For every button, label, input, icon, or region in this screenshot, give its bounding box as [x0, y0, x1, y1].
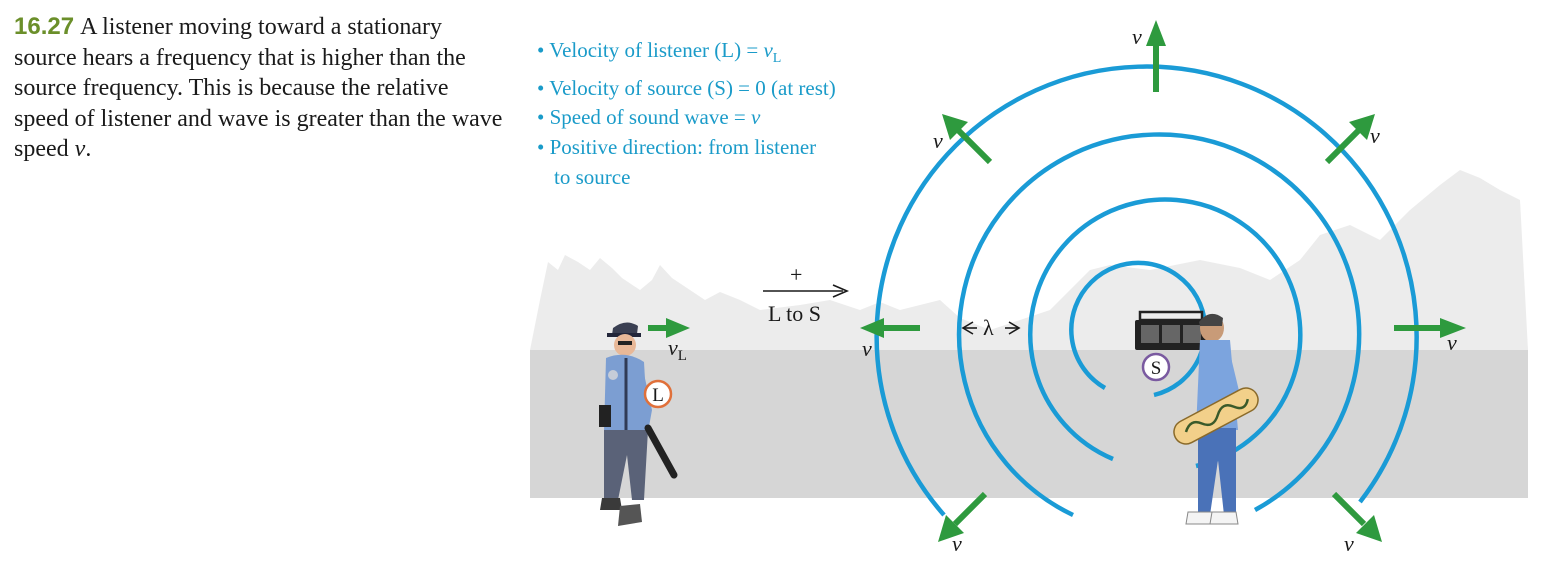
v-label-lower-left: v	[952, 531, 962, 556]
ground-band	[530, 350, 1528, 498]
bullet-text: Positive direction: from listener	[549, 134, 817, 159]
listener-velocity-label: vL	[668, 335, 687, 364]
bullet-subscript: L	[772, 51, 782, 67]
bullet-text: Velocity of source (S) = 0 (at rest)	[549, 75, 836, 100]
source-badge: S	[1141, 352, 1171, 382]
source-badge-letter: S	[1151, 358, 1162, 379]
caption-end: .	[85, 136, 92, 162]
bullet-positive-direction: • Positive direction: from listener	[537, 134, 817, 159]
caption-v-symbol: v	[74, 136, 86, 162]
bullet-positive-direction-continued: to source	[537, 163, 917, 193]
figure-number: 16.27	[14, 13, 75, 40]
bullet-listener-velocity: • Velocity of listener (L) = vL	[537, 38, 782, 67]
arrow-upper-right	[1324, 114, 1375, 165]
v-label-right: v	[1447, 330, 1457, 355]
direction-label: L to S	[768, 301, 821, 326]
listener-figure	[599, 322, 678, 526]
wavefront-4	[874, 64, 1419, 517]
wavefront-2	[1028, 197, 1303, 469]
wave-velocity-arrows	[860, 20, 1466, 542]
caption-text: A listener moving toward a stationary so…	[14, 14, 503, 162]
bullet-text: to source	[554, 164, 631, 189]
wavefronts	[874, 64, 1419, 518]
wave-speed-labels: v v v v v v v	[862, 24, 1457, 556]
bullet-wave-speed: • Speed of sound wave = v	[537, 105, 761, 130]
v-label-upper-right: v	[1370, 123, 1380, 148]
plus-sign: +	[790, 262, 802, 287]
arrow-lower-left	[938, 491, 988, 542]
bullet-symbol: v	[763, 38, 773, 62]
wavelength-marker	[961, 321, 1021, 335]
bullet-symbol: v	[751, 105, 761, 130]
listener-badge-letter: L	[652, 385, 664, 406]
bullet-list: • Velocity of listener (L) = vL • Veloci…	[537, 36, 917, 192]
wavefront-3	[956, 132, 1362, 518]
v-label-lower-right: v	[1344, 531, 1354, 556]
wavefront-1	[1069, 260, 1208, 398]
arrow-lower-right	[1331, 491, 1382, 542]
arrow-right	[1394, 318, 1466, 338]
v-label-left: v	[862, 336, 872, 361]
bullet-text: Speed of sound wave =	[549, 105, 751, 130]
bullet-text: Velocity of listener (L) =	[549, 38, 764, 62]
skyline-background	[530, 170, 1528, 350]
v-label-upper-left: v	[933, 128, 943, 153]
boombox-icon	[1135, 310, 1207, 350]
bullet-source-velocity: • Velocity of source (S) = 0 (at rest)	[537, 75, 836, 100]
listener-velocity-arrow	[648, 318, 690, 338]
v-label-top: v	[1132, 24, 1142, 49]
arrow-upper-left	[942, 114, 993, 165]
source-holder-figure	[1173, 313, 1259, 525]
arrow-up	[1146, 20, 1166, 92]
listener-badge: L	[643, 379, 673, 409]
arrow-left	[860, 318, 920, 338]
wavelength-symbol: λ	[983, 315, 994, 340]
positive-direction-indicator: + L to S	[763, 262, 850, 326]
